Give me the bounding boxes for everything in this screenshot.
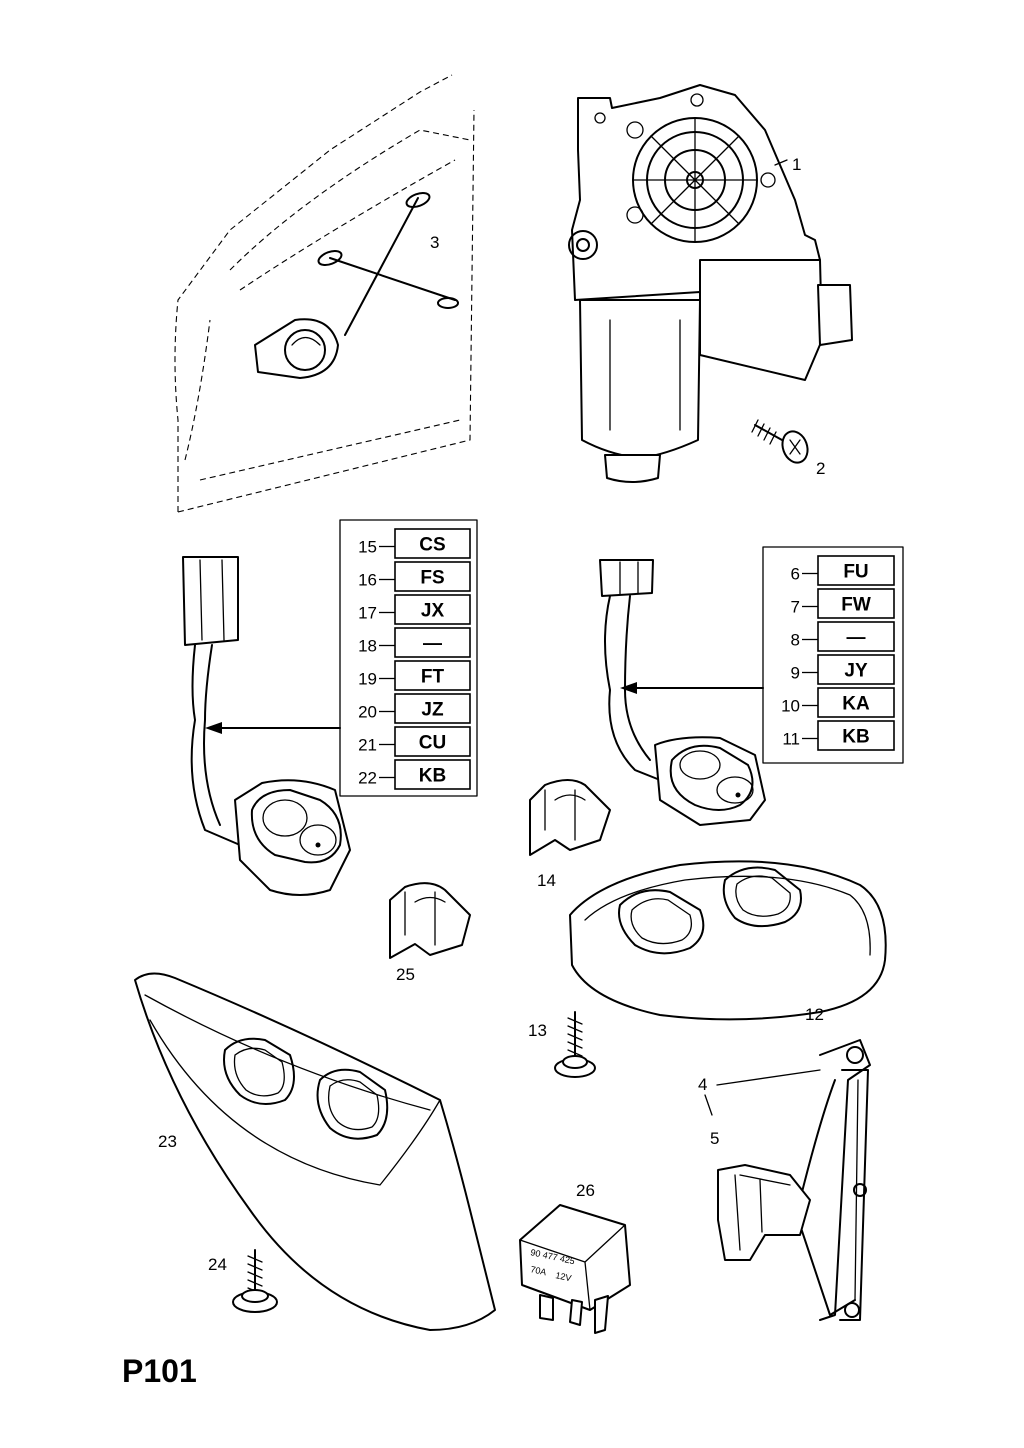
callout-4: 4 — [698, 1075, 707, 1094]
left-table-pin-number: 17 — [358, 604, 377, 623]
callout-24: 24 — [208, 1255, 227, 1274]
right-table-code-label: KA — [842, 694, 870, 715]
right-table-code-cell — [817, 588, 895, 619]
clip-25-illustration — [389, 882, 471, 959]
right-table-code-cell — [817, 687, 895, 718]
page-label: P101 — [122, 1353, 197, 1389]
left-table-code-cell — [394, 693, 471, 724]
right-table-code-cell — [817, 555, 895, 586]
regulator-4-illustration — [794, 1039, 871, 1321]
left-table-pin-number: 20 — [358, 703, 377, 722]
clip-14-illustration — [529, 779, 611, 856]
right-switch-assembly-illustration — [599, 559, 766, 826]
right-table-code-label: FW — [841, 595, 871, 616]
left-table-pin-number: 15 — [358, 538, 377, 557]
right-table-pin-number: 7 — [791, 598, 800, 617]
relay-26-illustration: 90 477 425 70A 12V — [519, 1204, 631, 1334]
left-table-pin-number: 21 — [358, 736, 377, 755]
left-table-code-label: KB — [419, 766, 446, 787]
left-table-code-cell — [394, 627, 471, 658]
right-table-pin-number: 8 — [791, 631, 800, 650]
callout-2: 2 — [816, 459, 825, 478]
relay-voltage: 12V — [555, 1270, 573, 1283]
left-table-code-cell — [394, 726, 471, 757]
right-table-arrow — [620, 682, 764, 694]
bezel-12-illustration — [569, 860, 887, 1021]
left-table-code-cell — [394, 660, 471, 691]
callout-12: 12 — [805, 1005, 824, 1024]
left-table-code-label: JX — [421, 601, 445, 622]
relay-amperage: 70A — [530, 1264, 548, 1277]
trim-panel-23-illustration — [134, 972, 496, 1331]
left-table-code-cell — [394, 561, 471, 592]
right-table-code-label: KB — [842, 727, 869, 748]
right-table-code-label: — — [847, 628, 866, 649]
callout-1: 1 — [792, 155, 801, 174]
left-table-pin-number: 16 — [358, 571, 377, 590]
callout-26: 26 — [576, 1181, 595, 1200]
callout-3: 3 — [430, 233, 439, 252]
left-table-code-cell — [394, 759, 471, 790]
screw-13-illustration — [554, 1011, 596, 1078]
right-table-code-cell — [817, 654, 895, 685]
right-table-pin-number: 10 — [781, 697, 800, 716]
callout-25: 25 — [396, 965, 415, 984]
left-table-pin-number: 18 — [358, 637, 377, 656]
left-table-code-cell — [394, 594, 471, 625]
right-table-pin-number: 6 — [791, 565, 800, 584]
right-table-pin-number: 11 — [782, 730, 800, 749]
left-table-pin-number: 22 — [358, 769, 377, 788]
callout-14: 14 — [537, 871, 556, 890]
window-motor-illustration — [568, 84, 853, 483]
left-switch-assembly-illustration — [182, 556, 351, 896]
right-table-pin-number: 9 — [791, 664, 800, 683]
screw-2-illustration — [751, 419, 809, 464]
left-table-code-label: — — [423, 634, 442, 655]
door-regulator-illustration — [174, 74, 475, 513]
right-table-code-label: FU — [843, 562, 868, 583]
left-table-code-label: FS — [420, 568, 444, 589]
left-table-code-label: CU — [419, 733, 446, 754]
left-table-arrow — [205, 722, 341, 734]
callout-5: 5 — [710, 1129, 719, 1148]
right-table-code-label: JY — [844, 661, 868, 682]
leader-lines — [704, 159, 821, 1116]
left-table-code-cell — [394, 528, 471, 559]
right-table-code-cell — [817, 720, 895, 751]
screw-24-illustration — [232, 1249, 278, 1313]
left-table-pin-number: 19 — [358, 670, 377, 689]
callout-13: 13 — [528, 1021, 547, 1040]
left-table-code-label: JZ — [421, 700, 444, 721]
callout-23: 23 — [158, 1132, 177, 1151]
regulator-motor-5-illustration — [717, 1164, 811, 1261]
left-table-code-label: CS — [419, 535, 445, 556]
left-table-code-label: FT — [421, 667, 445, 688]
right-table-code-cell — [817, 621, 895, 652]
